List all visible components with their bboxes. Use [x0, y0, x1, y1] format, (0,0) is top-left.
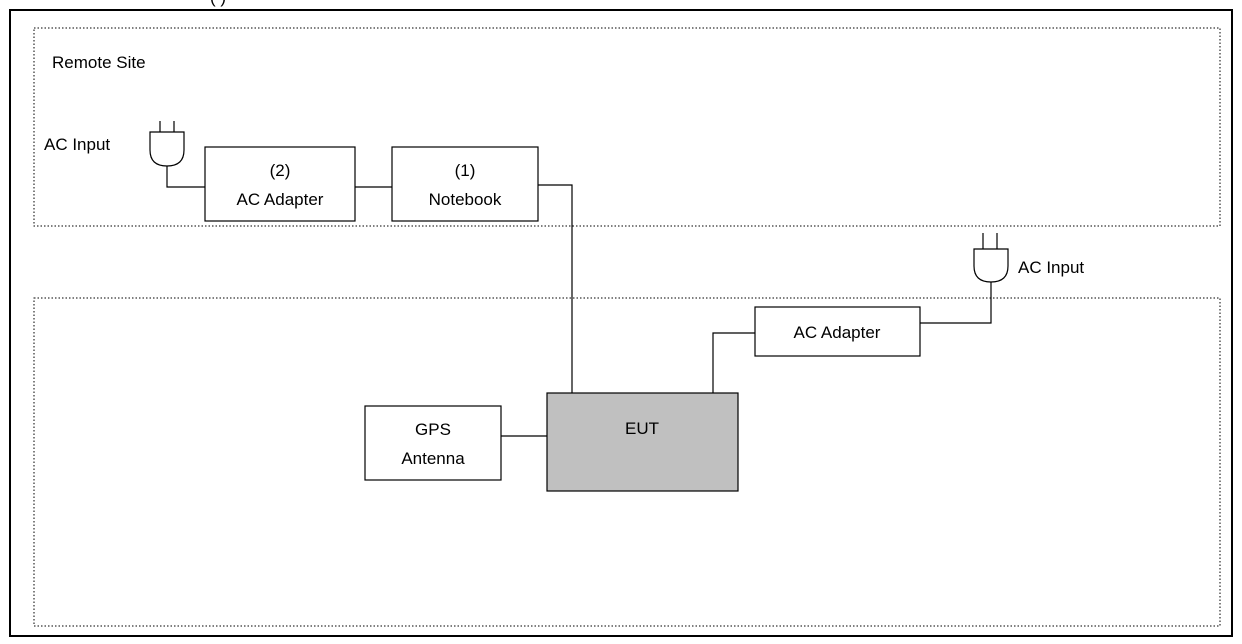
notebook-number: (1): [455, 161, 476, 180]
notebook-name: Notebook: [429, 190, 502, 209]
eut-site-zone: [33, 297, 1221, 627]
gps-antenna-line2: Antenna: [401, 449, 465, 468]
local-ac-input-label: AC Input: [1018, 258, 1084, 277]
remote-site-label: Remote Site: [52, 53, 146, 72]
gps-antenna-box: [364, 405, 502, 481]
notebook-to-eut-cable: [538, 184, 573, 393]
adapter-to-eut-cable: [712, 332, 755, 393]
ac-plug-icon: [973, 233, 1009, 283]
remote-ac-adapter-name: AC Adapter: [237, 190, 324, 209]
eut-box: [546, 392, 739, 492]
outer-frame: [9, 9, 1233, 637]
gps-antenna-line1: GPS: [415, 420, 451, 439]
local-ac-adapter-label: AC Adapter: [794, 323, 881, 342]
eut-label: EUT: [625, 419, 659, 438]
remote-ac-adapter-number: (2): [270, 161, 291, 180]
local-ac-cord: [920, 282, 992, 324]
remote-ac-input-label: AC Input: [44, 135, 110, 154]
local-ac-adapter-box: [754, 306, 921, 357]
remote-site-zone: [33, 27, 1221, 227]
notebook-box: [391, 146, 539, 222]
ac-plug-icon: [149, 121, 185, 167]
remote-ac-adapter-box: [204, 146, 356, 222]
remote-ac-cord: [166, 166, 205, 188]
header-partial-text: ( ): [210, 0, 226, 7]
